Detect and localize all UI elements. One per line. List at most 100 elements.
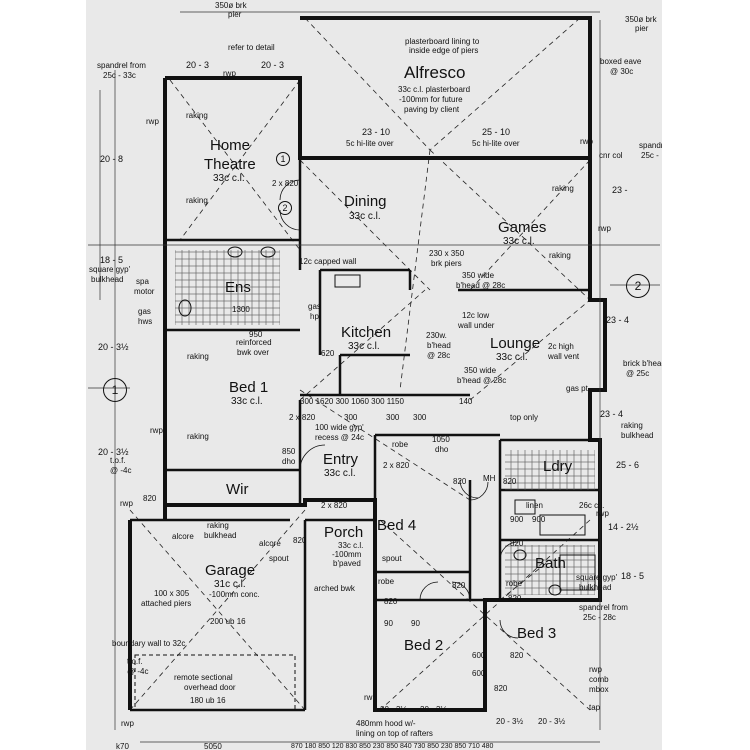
brick-pier-label-left-2: pier — [228, 10, 242, 19]
door-marker-1: 1 — [276, 152, 290, 166]
dim-label: 300 — [386, 413, 400, 422]
room-ceiling-bed1: 33c c.l. — [231, 396, 263, 407]
bulkhead-note: 350 wide — [464, 366, 497, 375]
raking-bulkhead-note: raking — [207, 521, 229, 530]
robe-label: robe — [392, 440, 409, 449]
dim-label: 23 - 10 — [362, 127, 391, 137]
raking-label: raking — [187, 432, 209, 441]
dim-label: 820 — [143, 494, 157, 503]
room-name-wir: Wir — [226, 481, 249, 498]
square-gyp-note-2: bulkhead — [579, 583, 612, 592]
boxed-eave-note-2: @ 30c — [610, 67, 634, 76]
dim-label: 20 - 3 — [261, 60, 285, 70]
plaster-lining-note-2: inside edge of piers — [409, 46, 479, 55]
dim-label: 300 — [413, 413, 427, 422]
raking-bulkhead-note-2: bulkhead — [621, 431, 654, 440]
gas-hp-note-2: hp — [310, 312, 319, 321]
alcore-label: alcore — [172, 532, 194, 541]
spandrel-note-top-2: 25c - 33c — [103, 71, 136, 80]
outer-walls — [128, 16, 607, 712]
refer-detail-note: refer to detail — [228, 43, 275, 52]
dim-label: 25 - 6 — [616, 460, 640, 470]
alfresco-note-2: -100mm for future — [399, 95, 463, 104]
tiled-areas — [175, 250, 595, 595]
dim-label: 140 — [459, 397, 473, 406]
dim-label: 20 - 3½ — [496, 717, 524, 726]
alfresco-note: 33c c.l. plasterboard — [398, 85, 471, 94]
gyp-recess-note-2: recess @ 24c — [315, 433, 365, 442]
dim-label: 900 — [510, 515, 524, 524]
dim-label: 600 — [472, 669, 486, 678]
dim-label: 820 — [494, 684, 508, 693]
room-ceiling-garage: 31c c.l. — [214, 579, 246, 590]
rwp-label: rwp — [121, 719, 134, 728]
dim-row-label: 300 1620 300 1060 300 1150 — [300, 397, 404, 406]
alcore-label: alcore — [259, 539, 281, 548]
brick-piers-note-2: brk piers — [431, 259, 462, 268]
dim-label: 20 - 3½ — [380, 705, 408, 714]
tof-note-2: @ -4c — [127, 667, 149, 676]
dim-label: 820 — [453, 477, 467, 486]
dim-label: 18 - 5 — [621, 571, 645, 581]
robe-label: robe — [506, 579, 523, 588]
dim-label: 620 — [321, 349, 335, 358]
sectional-door-note-2: overhead door — [184, 683, 236, 692]
room-name-ens: Ens — [225, 279, 251, 296]
tof-note-2: @ -4c — [110, 466, 132, 475]
door-size-label: 2 x 820 — [321, 501, 348, 510]
dim-label: 23 - — [612, 185, 628, 195]
dim-label: 820 — [508, 594, 522, 603]
dho-label: dho — [435, 445, 449, 454]
dim-label: k70 — [116, 742, 129, 750]
room-name-alfresco: Alfresco — [404, 63, 466, 82]
floor-plan-photo: 350ø brk pier 350ø brk pier plasterboard… — [86, 0, 662, 750]
dim-label: 820 — [452, 581, 466, 590]
grid-marker-1: 1 — [103, 378, 127, 402]
rwp-label: rwp — [598, 224, 611, 233]
floor-plan-drawing — [88, 11, 660, 743]
spandrel-note-right: spandrel — [639, 141, 662, 150]
bulkhead-230-note-3: @ 28c — [427, 351, 451, 360]
square-gyp-note: square gyp' — [89, 265, 131, 274]
raking-label: raking — [186, 196, 208, 205]
room-name-lounge: Lounge — [490, 335, 541, 352]
room-name-games: Games — [498, 219, 547, 236]
robe-label: robe — [378, 577, 395, 586]
fixtures — [134, 246, 596, 711]
inner-walls — [130, 158, 600, 712]
dho-label: dho — [282, 457, 296, 466]
dim-label: 600 — [472, 651, 486, 660]
room-name-ldry: Ldry — [543, 458, 573, 475]
room-name-bed2: Bed 2 — [404, 637, 444, 654]
dim-label: 820 — [503, 477, 517, 486]
hood-note-2: lining on top of rafters — [356, 729, 433, 738]
room-name-bed3: Bed 3 — [517, 625, 557, 642]
dim-label: 900 — [532, 515, 546, 524]
brick-piers-note: 230 x 350 — [429, 249, 465, 258]
attached-piers-note: 100 x 305 — [154, 589, 190, 598]
capped-wall-note: 12c capped wall — [299, 257, 357, 266]
corner-column-note: cnr col — [599, 151, 623, 160]
porch-ceiling: 33c c.l. — [338, 541, 364, 550]
raking-label: raking — [552, 184, 574, 193]
bulkhead-note-2: b'head @ 28c — [457, 376, 507, 385]
door-size-label: 2 x 820 — [289, 413, 316, 422]
door-marker-2: 2 — [278, 201, 292, 215]
gyp-recess-note: 100 wide gyp' — [315, 423, 364, 432]
gas-hws-note: gas — [138, 307, 151, 316]
room-name-bath: Bath — [535, 555, 566, 572]
raking-label: raking — [187, 352, 209, 361]
brick-bulkhead-note: brick b'head — [623, 359, 662, 368]
dim-label: 950 — [249, 330, 263, 339]
door-size-label: 2 x 820 — [272, 179, 299, 188]
roof-lines — [129, 17, 591, 711]
room-name-porch: Porch — [324, 524, 364, 541]
dim-label: 14 - 2½ — [608, 522, 639, 532]
garage-floor-note: -100mm conc. — [209, 590, 260, 599]
spout-label: spout — [382, 554, 402, 563]
bulkhead-230-note-2: b'head — [427, 341, 451, 350]
bulkhead-note-2: b'head @ 28c — [456, 281, 506, 290]
dim-label: 820 — [510, 651, 524, 660]
room-ceiling-lounge: 33c c.l. — [496, 352, 528, 363]
dim-label: 820 — [384, 597, 398, 606]
